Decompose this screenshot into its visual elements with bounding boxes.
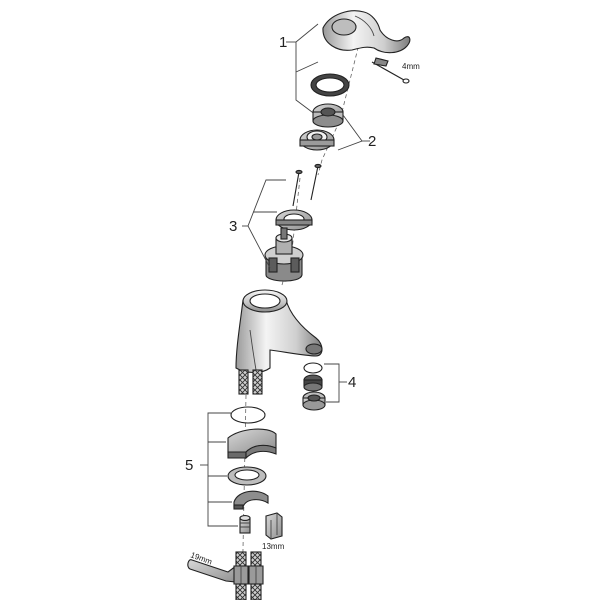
- wrench-19mm: 19mm: [187, 550, 241, 583]
- supply-hoses-upper: [238, 369, 263, 395]
- callout-4-bracket: 4: [324, 363, 356, 403]
- cartridge-ring: [275, 209, 313, 231]
- horseshoe-plate: [233, 490, 269, 510]
- rubber-gasket-half: [227, 428, 277, 460]
- handle-adapter: [312, 103, 344, 128]
- callout-2-bracket: 2: [337, 114, 376, 151]
- callout-5-bracket: 5: [185, 412, 238, 527]
- callout-3: 3: [229, 218, 237, 235]
- threaded-stud: [239, 515, 251, 534]
- aerator-insert: [303, 374, 323, 392]
- cartridge: [264, 227, 304, 282]
- fixing-screws: [292, 163, 322, 207]
- socket-13mm: 13mm: [262, 512, 285, 551]
- callout-5: 5: [185, 457, 193, 474]
- hex-key-4mm: 4mm: [371, 57, 420, 84]
- supply-hose-nuts: [233, 551, 264, 600]
- callout-1-bracket: 1: [279, 23, 321, 119]
- handle-cap-ring: [310, 73, 350, 97]
- aerator-housing: [302, 391, 326, 411]
- hex-key-size-label: 4mm: [402, 62, 420, 71]
- callout-3-bracket: 3: [229, 179, 286, 269]
- socket-size-label: 13mm: [262, 542, 285, 551]
- o-ring: [230, 406, 266, 424]
- callout-2: 2: [368, 133, 376, 150]
- callout-1: 1: [279, 34, 287, 51]
- cover-cap: [299, 129, 335, 151]
- lever-handle: [322, 10, 411, 54]
- faucet-body: [235, 289, 323, 374]
- callout-4: 4: [348, 374, 356, 391]
- washer: [227, 466, 267, 486]
- aerator-seal: [303, 362, 323, 374]
